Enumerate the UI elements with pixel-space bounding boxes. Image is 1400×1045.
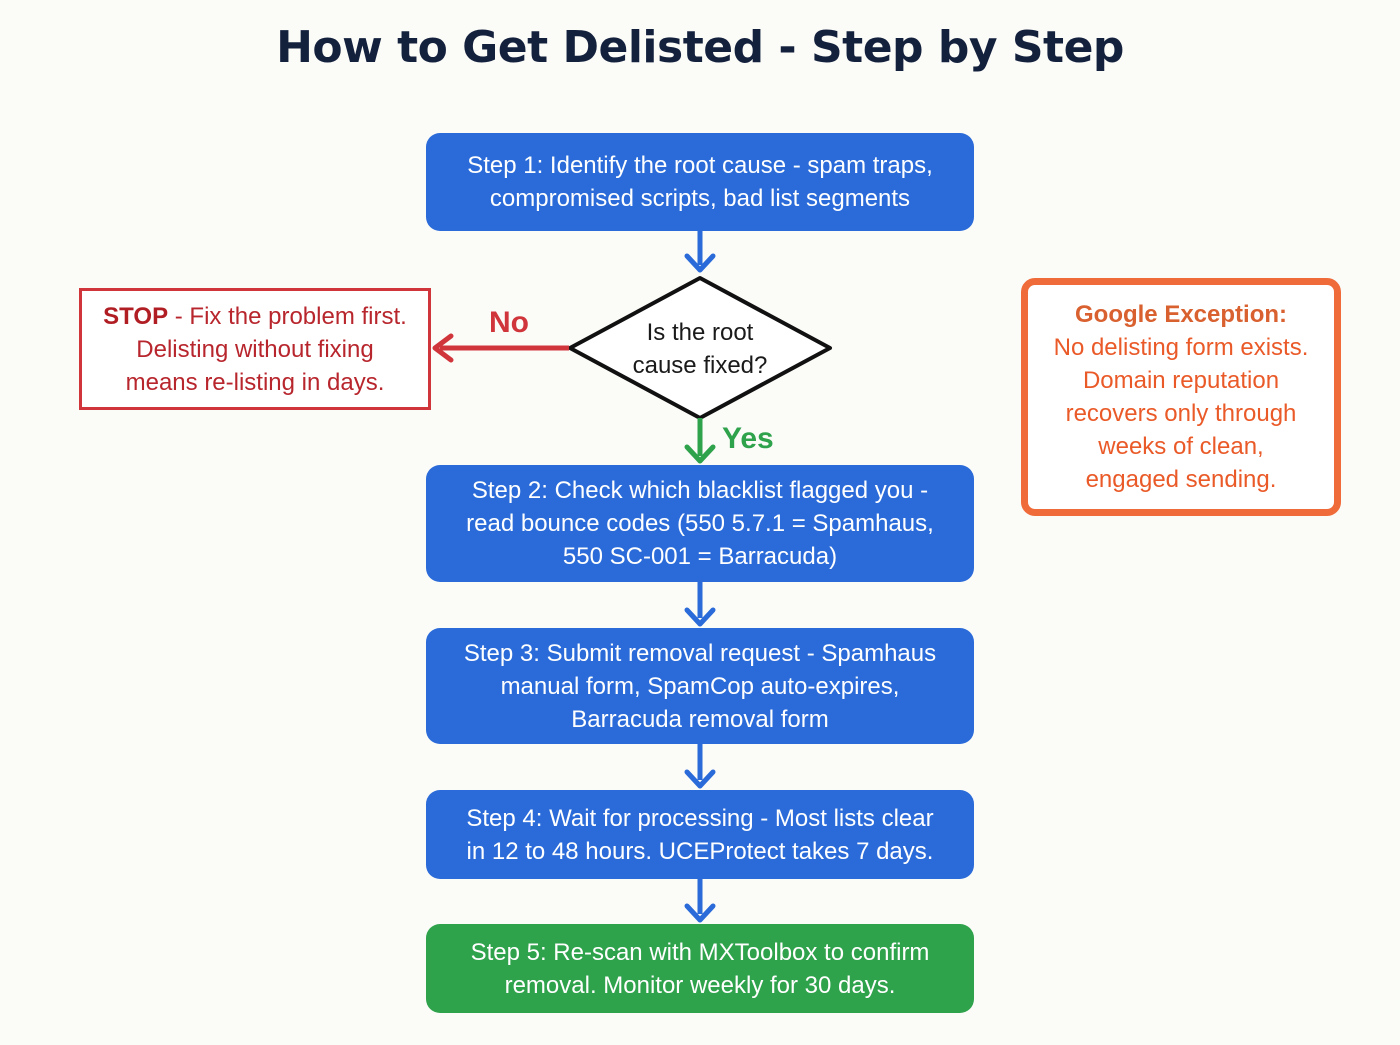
arrow-step1-to-decision	[684, 231, 716, 273]
stop-box: STOP - Fix the problem first. Delisting …	[79, 288, 431, 410]
decision-line-2: cause fixed?	[632, 352, 768, 379]
google-line-3: recovers only through	[1065, 400, 1297, 427]
step-2-line-1: Step 2: Check which blacklist flagged yo…	[471, 477, 929, 504]
no-label: No	[489, 306, 529, 339]
stop-keyword: STOP	[103, 302, 169, 330]
stop-line-3: means re-listing in days.	[125, 368, 385, 396]
stop-line-2: Delisting without fixing	[136, 335, 374, 363]
page-title: How to Get Delisted - Step by Step	[276, 22, 1124, 73]
google-line-5: engaged sending.	[1085, 466, 1277, 493]
step-1-box: Step 1: Identify the root cause - spam t…	[426, 133, 974, 231]
step-2-box: Step 2: Check which blacklist flagged yo…	[426, 465, 974, 582]
google-line-4: weeks of clean,	[1098, 433, 1264, 460]
step-1-line-1: Step 1: Identify the root cause - spam t…	[467, 152, 933, 179]
step-3-line-1: Step 3: Submit removal request - Spamhau…	[463, 639, 937, 667]
step-4-line-2: in 12 to 48 hours. UCEProtect takes 7 da…	[466, 837, 934, 865]
yes-label: Yes	[722, 422, 774, 455]
google-exception-box: Google Exception: No delisting form exis…	[1021, 278, 1341, 516]
arrow-step3-to-step4	[684, 744, 716, 789]
google-exception-title: Google Exception:	[1074, 301, 1287, 328]
arrow-no	[432, 333, 569, 363]
step-4-box: Step 4: Wait for processing - Most lists…	[426, 790, 974, 879]
google-line-1: No delisting form exists.	[1053, 334, 1309, 361]
google-line-2: Domain reputation	[1082, 367, 1280, 394]
step-4-line-1: Step 4: Wait for processing - Most lists…	[466, 804, 934, 832]
arrow-yes	[684, 418, 716, 464]
step-2-line-2: read bounce codes (550 5.7.1 = Spamhaus,	[466, 510, 934, 537]
step-5-box: Step 5: Re-scan with MXToolbox to confir…	[426, 924, 974, 1013]
step-3-line-3: Barracuda removal form	[571, 705, 829, 733]
arrow-step4-to-step5	[684, 879, 716, 923]
step-5-line-1: Step 5: Re-scan with MXToolbox to confir…	[470, 938, 930, 966]
stop-line-1-rest: - Fix the problem first.	[168, 302, 407, 330]
step-1-line-2: compromised scripts, bad list segments	[489, 185, 911, 212]
stop-line-1: STOP - Fix the problem first.	[103, 300, 407, 333]
decision-text: Is the root cause fixed?	[600, 316, 800, 382]
step-3-box: Step 3: Submit removal request - Spamhau…	[426, 628, 974, 744]
step-5-line-2: removal. Monitor weekly for 30 days.	[504, 971, 896, 999]
step-2-line-3: 550 SC-001 = Barracuda)	[562, 543, 838, 570]
step-3-line-2: manual form, SpamCop auto-expires,	[500, 672, 900, 700]
arrow-step2-to-step3	[684, 582, 716, 627]
decision-line-1: Is the root	[646, 319, 754, 346]
